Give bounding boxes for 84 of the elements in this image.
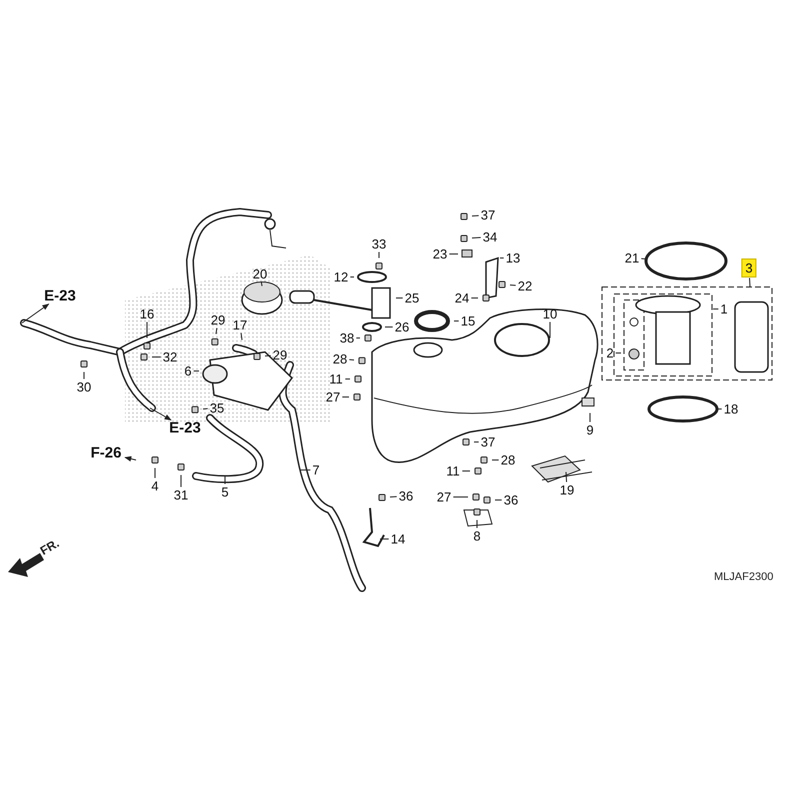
leader-line — [749, 278, 750, 288]
page-reference: F-26 — [90, 446, 122, 460]
callout-number: 35 — [210, 400, 224, 416]
leader-line — [712, 308, 719, 310]
callout-number: 4 — [151, 478, 159, 494]
callout-number: 36 — [504, 492, 518, 508]
leader-line — [462, 470, 470, 472]
callout-number: 36 — [398, 488, 414, 504]
callout-number: 25 — [404, 290, 420, 306]
leader-line — [348, 359, 354, 360]
leader-line — [510, 284, 516, 286]
callout-number: 32 — [162, 350, 178, 364]
callout-number: 8 — [473, 528, 481, 544]
leader-line — [350, 276, 354, 278]
callout-number: 28 — [332, 352, 348, 366]
callout-number: 27 — [436, 490, 452, 504]
callout-number: 29 — [272, 348, 288, 362]
leader-line — [180, 474, 182, 488]
leader-line — [472, 237, 482, 238]
leader-line — [22, 304, 50, 324]
callout-number: 19 — [560, 482, 574, 498]
callout-number: 34 — [482, 230, 498, 244]
callout-number: 15 — [460, 314, 476, 328]
leader-line — [260, 282, 262, 286]
callout-number: 26 — [394, 320, 410, 334]
diagram-code: MLJAF2300 — [714, 571, 774, 583]
leader-line — [146, 322, 148, 338]
leader-line — [150, 408, 172, 420]
leader-line — [202, 408, 208, 410]
leader-line — [216, 328, 218, 334]
callout-number: 6 — [184, 364, 192, 378]
callout-number: 22 — [518, 278, 532, 294]
leader-line — [566, 472, 568, 482]
callout-number: 11 — [446, 464, 460, 478]
callout-number: 28 — [500, 452, 516, 468]
leader-line — [152, 356, 162, 358]
callout-number: 21 — [624, 250, 640, 266]
leader-line — [716, 408, 722, 410]
leader-line — [344, 378, 350, 380]
callout-number: 9 — [586, 422, 594, 438]
callout-number: 12 — [334, 270, 348, 284]
callout-number: 29 — [210, 312, 226, 328]
leader-line — [640, 258, 646, 260]
callout-number: 18 — [724, 402, 738, 416]
callout-number: 30 — [76, 380, 92, 394]
leader-line — [390, 496, 398, 498]
leader-line — [342, 396, 350, 398]
page-reference: E-23 — [169, 420, 201, 436]
leader-line — [476, 520, 478, 528]
callout-number: 3 — [741, 258, 757, 278]
callout-number: 31 — [174, 488, 188, 502]
callout-number: 7 — [312, 462, 320, 478]
leader-line — [124, 456, 136, 462]
leader-line — [224, 476, 226, 484]
leader-line — [378, 252, 380, 258]
callout-number: 24 — [454, 290, 470, 306]
callout-number: 10 — [542, 306, 558, 322]
callout-number: 37 — [480, 434, 496, 450]
callout-number: 23 — [432, 246, 448, 262]
leader-line — [380, 538, 390, 540]
leader-line — [452, 496, 468, 498]
leader-line — [264, 355, 272, 356]
callout-number: 2 — [606, 346, 614, 360]
leader-line — [240, 332, 242, 340]
callout-number: 38 — [340, 330, 354, 346]
callout-number: 5 — [221, 484, 229, 500]
leader-line — [472, 215, 480, 216]
callout-number: 37 — [480, 208, 496, 222]
leader-line — [193, 370, 200, 372]
leader-line — [454, 320, 460, 322]
leader-line — [615, 352, 622, 354]
callout-number: 11 — [329, 372, 343, 386]
page-reference: E-23 — [44, 288, 76, 304]
callout-number: 20 — [252, 266, 268, 282]
callout-number: 33 — [372, 236, 386, 252]
callout-number: 16 — [140, 306, 154, 322]
callout-number: 14 — [390, 532, 406, 546]
direction-label: FR. — [38, 536, 62, 558]
leader-line — [384, 326, 394, 328]
callout-number: 27 — [326, 390, 340, 404]
callout-number: 17 — [232, 318, 248, 332]
leader-line — [154, 468, 156, 478]
callout-number: 1 — [720, 302, 728, 316]
callout-number: 13 — [506, 250, 520, 266]
